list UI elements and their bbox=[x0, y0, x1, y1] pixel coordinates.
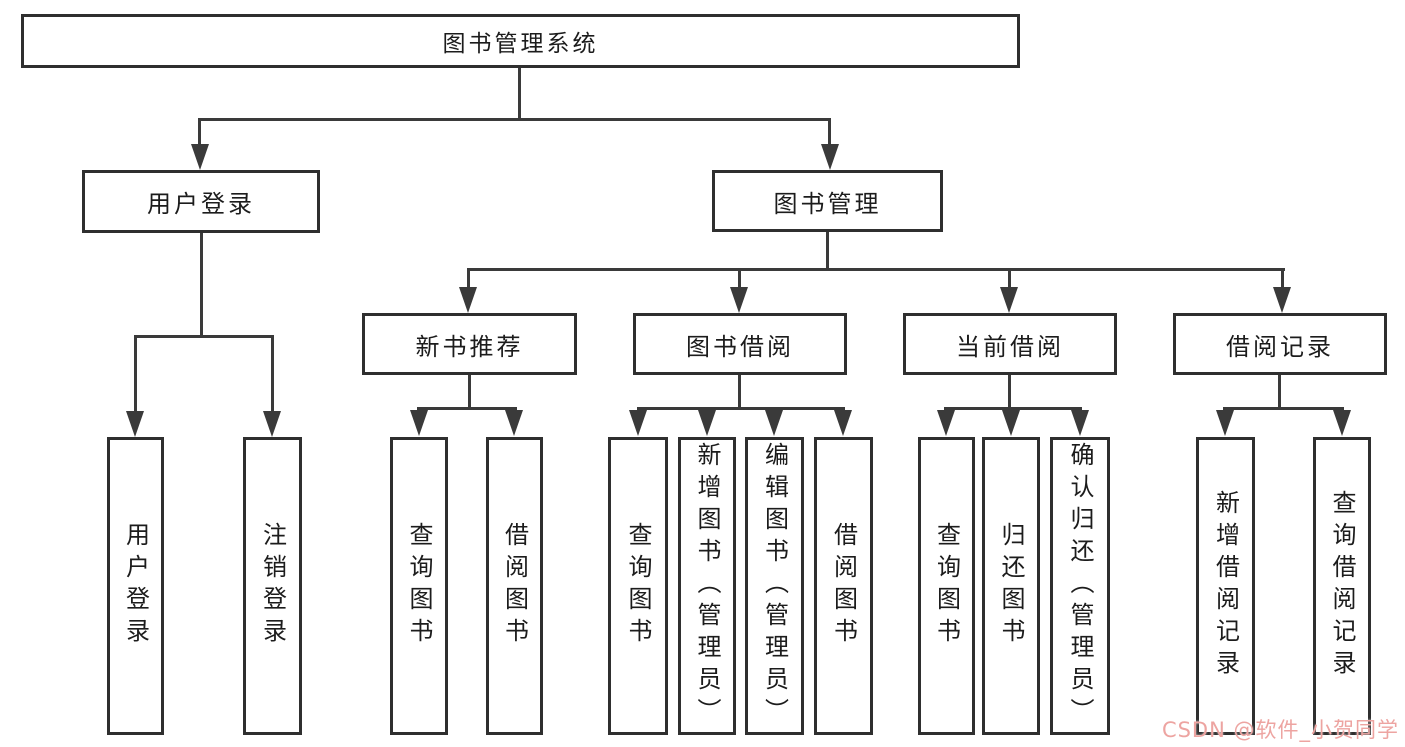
connector-stem-leaf-login bbox=[134, 335, 137, 413]
node-root: 图书管理系统 bbox=[21, 14, 1020, 68]
arrowhead-borrow-records-icon bbox=[1273, 287, 1291, 313]
leaf-borrow-books: 借阅图书 bbox=[814, 437, 873, 735]
connector-level2 bbox=[198, 118, 831, 121]
arrowhead-leaf-icon bbox=[765, 410, 783, 436]
connector-stem-book-management bbox=[828, 118, 831, 146]
connector-user-login-children bbox=[134, 335, 274, 338]
arrowhead-leaf-login-icon bbox=[126, 411, 144, 437]
leaf-query-books: 查询图书 bbox=[608, 437, 668, 735]
arrowhead-book-management-icon bbox=[821, 144, 839, 170]
connector-book-borrow-stem bbox=[738, 375, 741, 409]
leaf-label: 查询图书 bbox=[405, 522, 433, 650]
connector-current-borrow-stem bbox=[1008, 375, 1011, 409]
connector-user-login-stem bbox=[200, 233, 203, 337]
connector-borrow-records-stem bbox=[1278, 375, 1281, 409]
leaf-query-books: 查询图书 bbox=[390, 437, 448, 735]
node-current-borrow: 当前借阅 bbox=[903, 313, 1117, 375]
leaf-label: 归还图书 bbox=[997, 522, 1025, 650]
arrowhead-leaf-icon bbox=[410, 410, 428, 436]
connector-root-stem bbox=[518, 68, 521, 120]
arrowhead-user-login-icon bbox=[191, 144, 209, 170]
leaf-logout: 注销登录 bbox=[243, 437, 302, 735]
leaf-confirm-return-admin: 确认归还（管理员） bbox=[1050, 437, 1110, 735]
node-book-management-label: 图书管理 bbox=[773, 189, 882, 218]
leaf-query-books: 查询图书 bbox=[918, 437, 975, 735]
leaf-label: 新增图书（管理员） bbox=[693, 442, 721, 730]
connector-new-book-children bbox=[417, 407, 517, 410]
arrowhead-leaf-icon bbox=[834, 410, 852, 436]
node-book-borrow: 图书借阅 bbox=[633, 313, 847, 375]
node-borrow-records: 借阅记录 bbox=[1173, 313, 1387, 375]
leaf-edit-books-admin: 编辑图书（管理员） bbox=[745, 437, 804, 735]
connector-stem-book-borrow bbox=[738, 268, 741, 290]
leaf-return-books: 归还图书 bbox=[982, 437, 1040, 735]
connector-stem-user-login bbox=[198, 118, 201, 146]
leaf-add-books-admin: 新增图书（管理员） bbox=[678, 437, 736, 735]
arrowhead-leaf-icon bbox=[698, 410, 716, 436]
leaf-user-login: 用户登录 bbox=[107, 437, 164, 735]
node-new-book-recommend-label: 新书推荐 bbox=[415, 332, 524, 361]
connector-stem-borrow-records bbox=[1281, 268, 1284, 290]
node-new-book-recommend: 新书推荐 bbox=[362, 313, 577, 375]
arrowhead-leaf-logout-icon bbox=[263, 411, 281, 437]
arrowhead-leaf-icon bbox=[1333, 410, 1351, 436]
leaf-add-borrow-record: 新增借阅记录 bbox=[1196, 437, 1255, 735]
node-borrow-records-label: 借阅记录 bbox=[1226, 332, 1334, 361]
leaf-label: 注销登录 bbox=[258, 522, 287, 650]
connector-stem-new-book bbox=[467, 268, 470, 290]
node-user-login-label: 用户登录 bbox=[147, 190, 255, 218]
csdn-watermark: CSDN @软件_小贺同学 bbox=[1161, 718, 1399, 742]
node-current-borrow-label: 当前借阅 bbox=[956, 332, 1064, 361]
connector-level3 bbox=[467, 268, 1285, 271]
arrowhead-current-borrow-icon bbox=[1000, 287, 1018, 313]
arrowhead-leaf-icon bbox=[629, 410, 647, 436]
leaf-label: 借阅图书 bbox=[500, 522, 529, 650]
leaf-label: 确认归还（管理员） bbox=[1066, 442, 1094, 730]
leaf-label: 编辑图书（管理员） bbox=[760, 442, 789, 730]
leaf-label: 用户登录 bbox=[121, 522, 150, 650]
connector-borrow-records-children bbox=[1223, 407, 1344, 410]
node-user-login: 用户登录 bbox=[82, 170, 320, 233]
leaf-label: 查询图书 bbox=[624, 522, 652, 650]
arrowhead-leaf-icon bbox=[1216, 410, 1234, 436]
leaf-borrow-books: 借阅图书 bbox=[486, 437, 543, 735]
connector-current-borrow-children bbox=[944, 407, 1082, 410]
leaf-label: 查询图书 bbox=[932, 522, 961, 650]
connector-book-borrow-children bbox=[637, 407, 845, 410]
arrowhead-leaf-icon bbox=[505, 410, 523, 436]
node-root-label: 图书管理系统 bbox=[442, 31, 599, 57]
leaf-label: 新增借阅记录 bbox=[1211, 490, 1240, 682]
arrowhead-leaf-icon bbox=[1071, 410, 1089, 436]
connector-book-management-stem bbox=[826, 232, 829, 270]
leaf-label: 查询借阅记录 bbox=[1328, 490, 1356, 682]
connector-stem-current-borrow bbox=[1008, 268, 1011, 290]
connector-stem-leaf-logout bbox=[271, 335, 274, 413]
arrowhead-leaf-icon bbox=[1002, 410, 1020, 436]
leaf-label: 借阅图书 bbox=[829, 522, 858, 650]
node-book-management: 图书管理 bbox=[712, 170, 943, 232]
node-book-borrow-label: 图书借阅 bbox=[686, 332, 794, 361]
arrowhead-new-book-icon bbox=[459, 287, 477, 313]
leaf-query-borrow-record: 查询借阅记录 bbox=[1313, 437, 1371, 735]
arrowhead-book-borrow-icon bbox=[730, 287, 748, 313]
arrowhead-leaf-icon bbox=[937, 410, 955, 436]
connector-new-book-stem bbox=[468, 375, 471, 409]
